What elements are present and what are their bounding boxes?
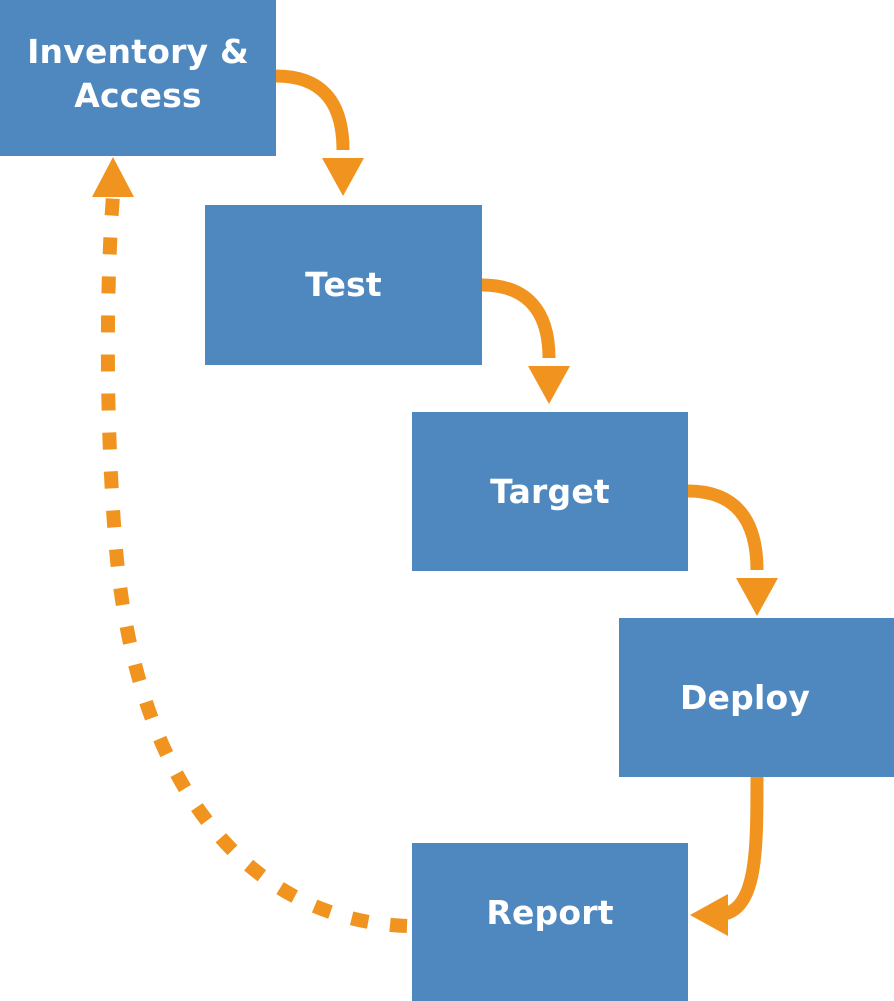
node-target[interactable]: Target — [412, 412, 688, 571]
node-target-label: Target — [490, 471, 610, 511]
node-test-label: Test — [305, 265, 382, 305]
node-report-label: Report — [486, 893, 614, 933]
node-inventory-and-access-label: Inventory & Access — [27, 32, 249, 115]
node-test[interactable]: Test — [205, 205, 482, 365]
node-deploy[interactable]: Deploy — [619, 618, 894, 777]
edge-deploy-to-report — [690, 776, 764, 936]
edge-target-to-deploy — [687, 484, 778, 616]
edge-inventory-to-test — [275, 69, 364, 196]
edge-test-to-target — [481, 278, 570, 404]
node-inventory-and-access[interactable]: Inventory & Access — [0, 0, 276, 156]
node-deploy-label: Deploy — [679, 677, 811, 717]
node-report[interactable]: Report — [412, 843, 688, 1001]
